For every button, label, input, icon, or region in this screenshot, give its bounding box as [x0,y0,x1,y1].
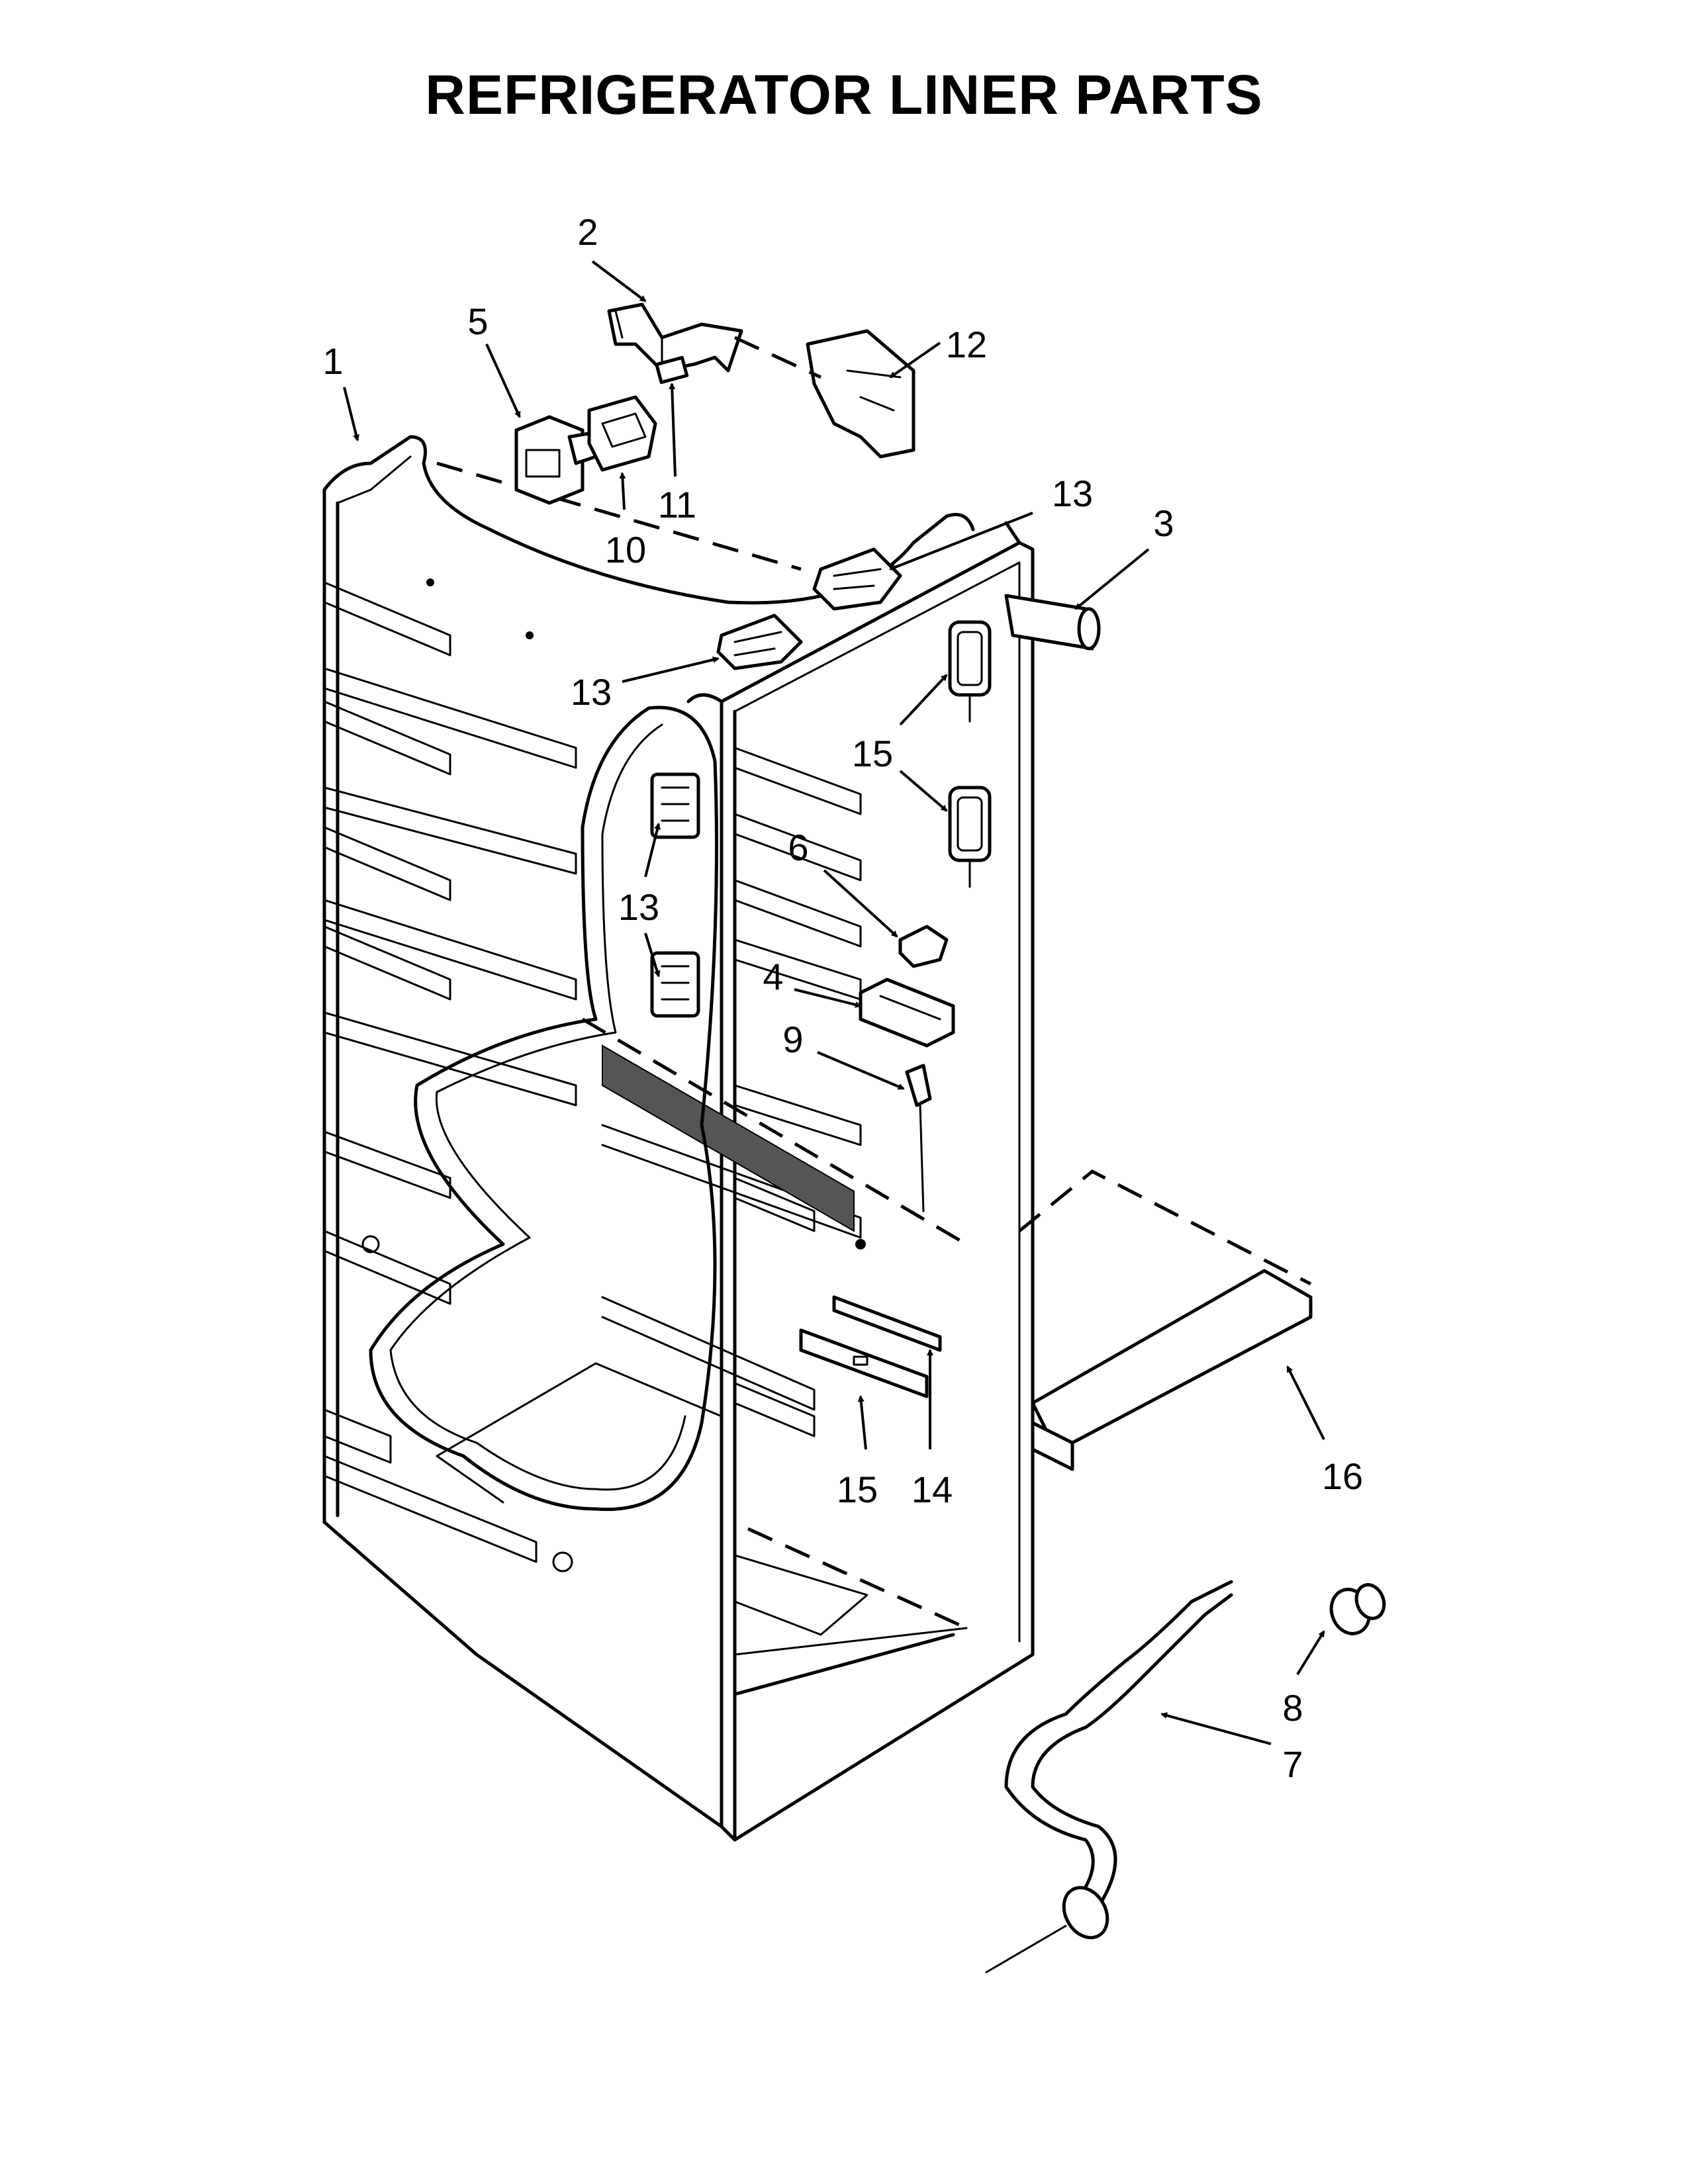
callout-16: 16 [1322,1455,1363,1497]
vent-strip [602,1044,855,1232]
callout-15-upper: 15 [852,733,893,774]
part-9-sensor [905,1064,932,1212]
callout-12: 12 [946,324,987,365]
part-7-tube [985,1580,1233,1974]
part-13-heater-upper [650,772,700,839]
callout-13-inner: 13 [618,886,659,928]
leader-lines [343,260,1325,1745]
callout-14: 14 [912,1469,953,1510]
part-5-control-box [514,415,598,505]
callout-7: 7 [1282,1743,1303,1785]
part-15-light-upper [948,620,992,723]
liner-body [322,435,1035,1842]
part-13-heater-lower [650,951,700,1018]
callout-13-left: 13 [571,671,612,713]
callout-13-top: 13 [1052,473,1093,514]
callout-labels: 1 2 3 4 5 6 7 8 9 10 11 12 13 13 13 14 1… [322,211,1363,1785]
part-14-trim [832,1295,942,1352]
part-4-housing [859,978,955,1048]
callout-4: 4 [763,956,783,997]
page-title: REFRIGERATOR LINER PARTS [425,64,1263,126]
callout-2: 2 [577,211,598,253]
callout-8: 8 [1282,1687,1303,1729]
callout-3: 3 [1153,502,1174,544]
part-6-switch [898,925,949,968]
part-16-panel [1018,1169,1313,1471]
callout-11: 11 [658,484,696,525]
part-3-filter [1004,594,1101,651]
callout-1: 1 [322,340,343,382]
part-8-fitting [1329,1583,1386,1635]
callout-9: 9 [782,1019,803,1060]
part-10-control-board [587,395,657,472]
left-shelf-rails [323,581,577,1563]
part-12-damper [806,329,915,459]
callout-15-lower: 15 [837,1469,878,1510]
wire-harness-cutaway [369,705,718,1512]
part-13-heater-top-left [716,614,803,670]
part-13-heater-top-right [812,547,902,611]
callout-6: 6 [788,827,808,868]
part-15-light-lower [948,786,992,888]
callout-5: 5 [467,300,488,342]
callout-10: 10 [605,529,646,570]
part-15-trim [799,1328,929,1398]
part-11-connector [655,355,689,385]
